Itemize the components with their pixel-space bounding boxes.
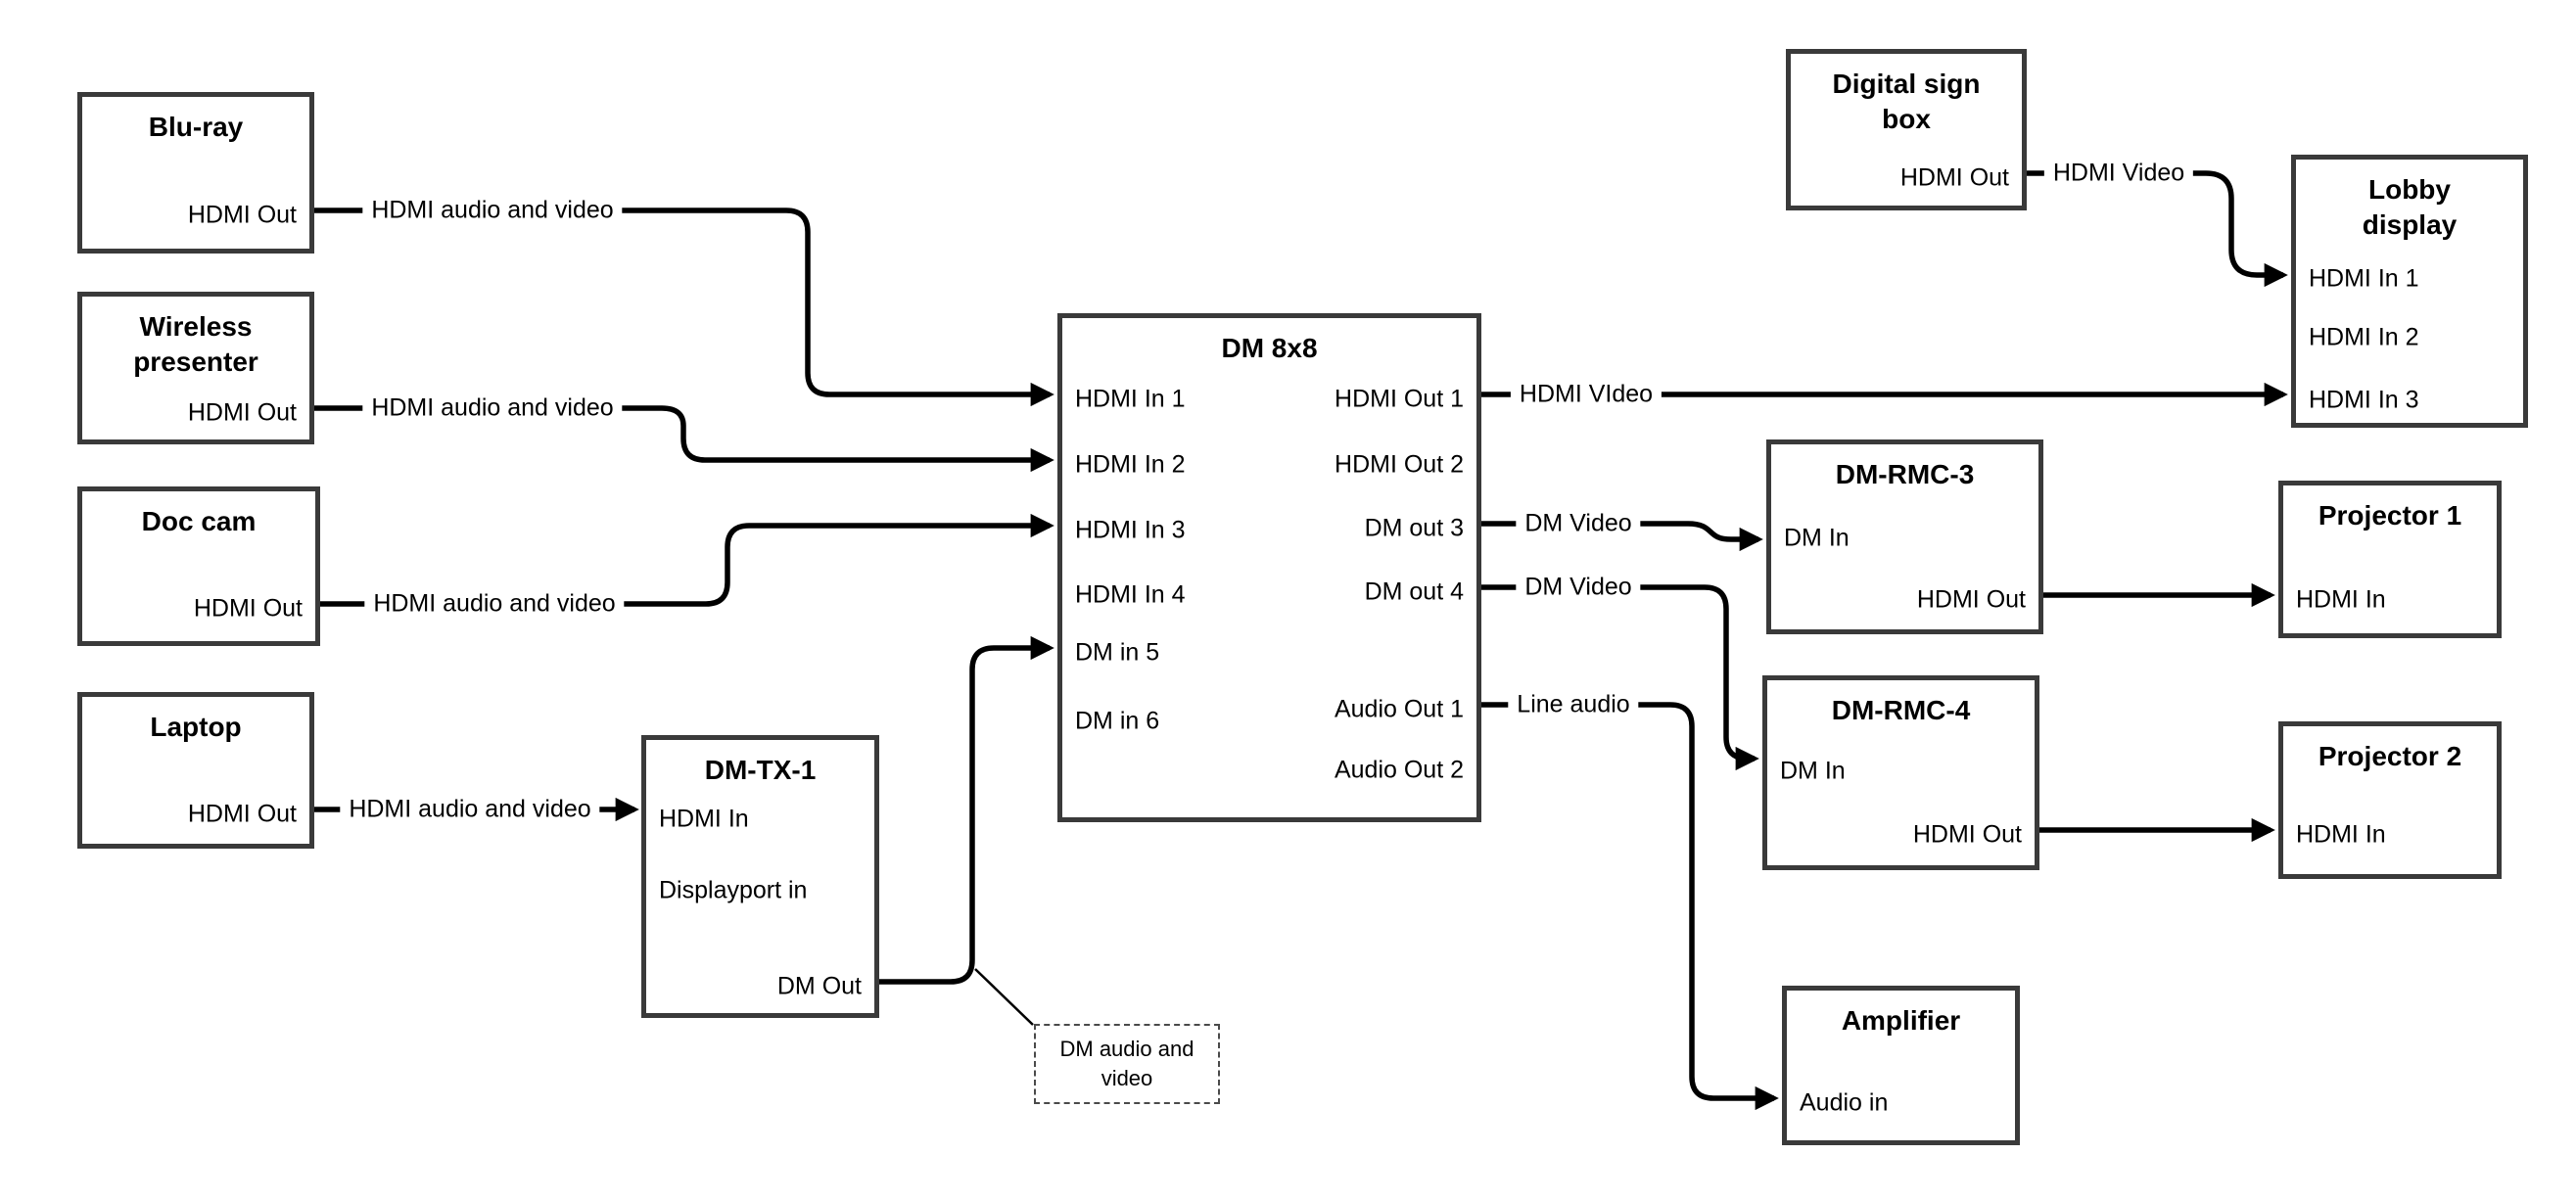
port-dm-8x8-hdmi-in-2: HDMI In 2 [1075, 450, 1186, 479]
port-dm-8x8-hdmi-out-2: HDMI Out 2 [1335, 450, 1464, 479]
port-lobby-display-hdmi-in-1: HDMI In 1 [2309, 264, 2419, 293]
label-hdmi-video-sign: HDMI Video [2043, 158, 2194, 189]
label-hdmi-av-laptop: HDMI audio and video [340, 794, 600, 825]
wire-dm8x8-dm-out-3-to-dmrmc3-dm-in [1481, 521, 1763, 552]
node-dm-rmc-3: DM-RMC-3 DM In HDMI Out [1766, 439, 2043, 634]
node-title-dm-rmc-3: DM-RMC-3 [1835, 459, 1975, 489]
node-title-dm-rmc-4: DM-RMC-4 [1831, 695, 1971, 725]
node-title-doc-cam: Doc cam [141, 506, 257, 536]
wire-dmtx1-to-dm8x8-dm-in-5 [879, 635, 1054, 985]
port-dm-8x8-dm-out-3: DM out 3 [1364, 514, 1464, 542]
label-dm-video-out3: DM Video [1516, 508, 1641, 539]
label-hdmi-video-out1: HDMI VIdeo [1510, 379, 1663, 410]
port-dm-rmc-3-hdmi-out: HDMI Out [1916, 585, 2026, 614]
port-lobby-display-hdmi-in-2: HDMI In 2 [2309, 323, 2419, 351]
port-dm-8x8-hdmi-in-4: HDMI In 4 [1075, 580, 1186, 609]
note-leader-line [974, 968, 1034, 1026]
port-projector-1-hdmi-in: HDMI In [2296, 585, 2386, 614]
port-dm-8x8-audio-out-2: Audio Out 2 [1334, 756, 1464, 784]
port-dm-8x8-hdmi-in-3: HDMI In 3 [1075, 516, 1186, 544]
label-hdmi-av-bluray: HDMI audio and video [362, 195, 623, 226]
port-dm-8x8-dm-out-4: DM out 4 [1364, 577, 1464, 606]
port-dm-tx-1-hdmi-in: HDMI In [659, 805, 749, 833]
port-doc-cam-hdmi-out: HDMI Out [193, 594, 303, 623]
label-hdmi-av-doccam: HDMI audio and video [364, 588, 625, 620]
port-amplifier-audio-in: Audio in [1800, 1088, 1889, 1117]
label-dm-video-out4: DM Video [1516, 572, 1641, 603]
wire-wireless-to-dm8x8-hdmi-in-2 [314, 405, 1054, 473]
port-wireless-presenter-hdmi-out: HDMI Out [187, 398, 297, 427]
wire-dm8x8-dm-out-4-to-dmrmc4-dm-in [1481, 584, 1759, 771]
port-projector-2-hdmi-in: HDMI In [2296, 820, 2386, 849]
node-dm-rmc-4: DM-RMC-4 DM In HDMI Out [1762, 675, 2039, 870]
port-dm-rmc-4-hdmi-out: HDMI Out [1912, 820, 2022, 849]
port-dm-tx-1-displayport-in: Displayport in [659, 876, 808, 904]
wire-doccam-to-dm8x8-hdmi-in-3 [320, 513, 1054, 607]
node-projector-2: Projector 2 HDMI In [2278, 721, 2502, 879]
node-projector-1: Projector 1 HDMI In [2278, 481, 2502, 638]
port-dm-8x8-dm-in-6: DM in 6 [1075, 707, 1160, 735]
node-title-lobby-display: Lobby display [2362, 174, 2458, 240]
port-dm-tx-1-dm-out: DM Out [776, 972, 862, 1000]
node-title-projector-2: Projector 2 [2318, 741, 2462, 771]
label-hdmi-av-wireless: HDMI audio and video [362, 393, 623, 424]
node-title-dm-8x8: DM 8x8 [1221, 333, 1318, 363]
label-line-audio: Line audio [1508, 689, 1639, 720]
dm-audio-video-note: DM audio and video [1034, 1024, 1220, 1104]
wire-dm8x8-audio-out-1-to-amplifier [1481, 702, 1779, 1111]
node-title-wireless-presenter: Wireless presenter [133, 311, 258, 377]
node-title-projector-1: Projector 1 [2318, 500, 2462, 531]
port-dm-8x8-hdmi-in-1: HDMI In 1 [1075, 385, 1186, 413]
port-dm-rmc-3-dm-in: DM In [1784, 524, 1850, 552]
port-laptop-hdmi-out: HDMI Out [187, 800, 297, 828]
node-title-dm-tx-1: DM-TX-1 [704, 755, 817, 785]
port-bluray-hdmi-out: HDMI Out [187, 201, 297, 229]
port-dm-8x8-dm-in-5: DM in 5 [1075, 638, 1160, 667]
port-lobby-display-hdmi-in-3: HDMI In 3 [2309, 386, 2419, 414]
node-title-amplifier: Amplifier [1841, 1005, 1961, 1036]
port-dm-rmc-4-dm-in: DM In [1780, 757, 1846, 785]
port-digital-sign-box-hdmi-out: HDMI Out [1899, 163, 2009, 192]
node-title-digital-sign-box: Digital sign box [1832, 69, 1981, 134]
port-dm-8x8-audio-out-1: Audio Out 1 [1334, 695, 1464, 723]
node-title-laptop: Laptop [150, 712, 242, 742]
port-dm-8x8-hdmi-out-1: HDMI Out 1 [1335, 385, 1464, 413]
node-title-bluray: Blu-ray [148, 112, 244, 142]
wire-bluray-to-dm8x8-hdmi-in-1 [314, 208, 1054, 407]
wire-digitalsign-to-lobby-hdmi-in-1 [2027, 170, 2288, 288]
